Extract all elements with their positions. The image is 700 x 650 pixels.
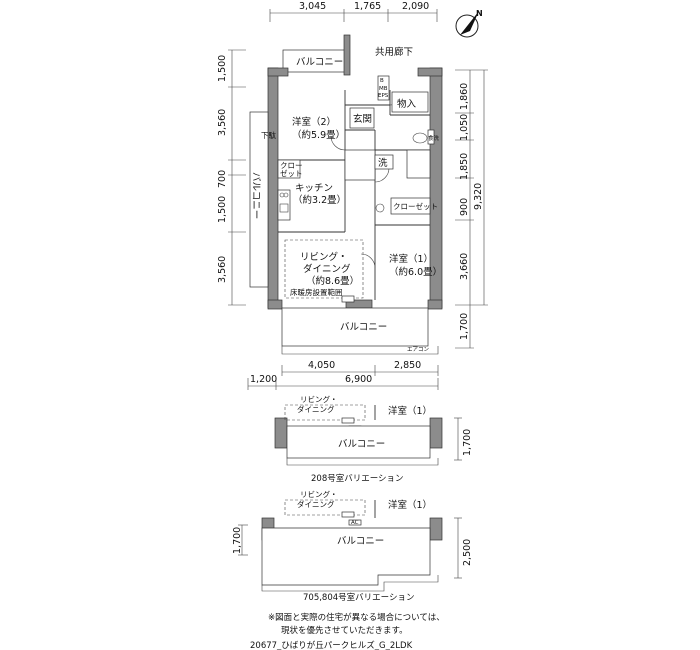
bottom-balcony-area [281, 307, 429, 347]
left-outer-wall [267, 67, 279, 309]
left-balcony-label: バルコニー [250, 172, 261, 219]
var1-living-2: ダイニング [297, 404, 335, 414]
right-dim-6: 1,700 [459, 313, 470, 340]
living-label-2: ダイニング [303, 263, 351, 275]
floor-heating-area [284, 239, 364, 299]
var2-western-room: 洋室（1） [388, 499, 432, 511]
left-dimension-line: 1,500 3,560 700 1,500 3,560 [217, 49, 246, 306]
var2-left-dim: 1,700 [232, 527, 243, 554]
top-balcony-label: バルコニー [296, 57, 343, 68]
ac-label-var2: AC [351, 520, 359, 526]
variation-705-804: リビング・ ダイニング 洋室（1） AC バルコニー 1,700 2,500 7… [232, 489, 473, 603]
kitchen-size: （約3.2畳） [293, 194, 346, 206]
top-dim-2: 1,765 [354, 1, 381, 12]
common-corridor-label: 共用廊下 [375, 46, 413, 58]
variation-208: リビング・ ダイニング 洋室（1） AC バルコニー 1,700 208号室バリ… [274, 394, 473, 484]
shoe-label: 下駄 [261, 130, 276, 140]
bottom-dim-3: 1,200 [250, 374, 277, 385]
left-dim-5: 3,560 [217, 256, 228, 283]
living-size: （約8.6畳） [306, 275, 359, 287]
b-label: B [380, 78, 384, 84]
living-label-1: リビング・ [300, 251, 348, 263]
total-depth-dim: 9,320 [473, 183, 484, 210]
var1-western-room: 洋室（1） [388, 405, 432, 417]
right-dimension-line: 1,860 1,050 1,850 900 3,660 1,700 9,320 [455, 69, 488, 349]
left-dim-4: 1,500 [217, 196, 228, 223]
top-dimension-line: 3,045 1,765 2,090 [269, 1, 438, 22]
storage-label: 物入 [397, 98, 417, 110]
wash-label: 洗 [378, 157, 388, 169]
var2-caption: 705,804号室バリエーション [303, 592, 414, 603]
kitchen-label: キッチン [295, 183, 333, 194]
note-line-2: 現状を優先させていただきます。 [281, 625, 408, 636]
var1-living-1: リビング・ [300, 394, 338, 404]
note-line-1: ※図面と実際の住宅が異なる場合については、 [268, 612, 445, 623]
plan-code: 20677_ひばりが丘パークヒルズ_G_2LDK [250, 640, 413, 650]
var2-living-2: ダイニング [297, 499, 335, 509]
mb-eps-box [377, 75, 390, 101]
bottom-balcony-label: バルコニー [340, 322, 387, 333]
dish-label: 食洗 [428, 134, 440, 142]
var2-right-dim: 2,500 [462, 539, 473, 566]
bottom-dim-1: 4,050 [308, 360, 335, 371]
var1-right-dim: 1,700 [462, 429, 473, 456]
footer-notes: ※図面と実際の住宅が異なる場合については、 現状を優先させていただきます。 20… [250, 612, 445, 650]
ac-outdoor-label: エアコン [407, 346, 430, 353]
right-dim-1: 1,860 [459, 83, 470, 110]
left-dim-1: 1,500 [217, 55, 228, 82]
western-room-1-size: （約6.0畳） [389, 266, 442, 278]
var2-living-1: リビング・ [300, 489, 338, 499]
kitchen-counter [277, 189, 291, 221]
svg-text:N: N [476, 9, 483, 18]
north-arrow-icon: N [455, 9, 483, 38]
main-plan: バルコニー 共用廊下 B MB EPS 物入 [249, 34, 443, 355]
bottom-dim-4: 6,900 [345, 374, 372, 385]
eps-label: EPS [378, 93, 389, 99]
top-dim-1: 3,045 [299, 1, 326, 12]
right-dim-3: 1,850 [459, 153, 470, 180]
var2-balcony-label: バルコニー [337, 536, 384, 547]
bath-box [406, 149, 431, 179]
var1-caption: 208号室バリエーション [311, 473, 404, 484]
right-dim-5: 3,660 [459, 253, 470, 280]
closet-full-label: クローゼット [393, 201, 438, 211]
closet-label-1: クロー [280, 161, 303, 170]
right-dim-2: 1,050 [459, 114, 470, 141]
top-dim-3: 2,090 [402, 1, 429, 12]
left-dim-2: 3,560 [217, 109, 228, 136]
bottom-dim-2: 2,850 [394, 360, 421, 371]
western-room-1-label: 洋室（1） [389, 253, 433, 265]
mb-label: MB [379, 86, 388, 92]
floor-heating-label: 床暖房設置範囲 [290, 287, 343, 297]
western-room-2-label: 洋室（2） [292, 116, 336, 128]
bottom-dimension-lines: 4,050 2,850 1,200 6,900 [247, 360, 439, 390]
var1-balcony-label: バルコニー [338, 439, 385, 450]
western-room-2-size: （約5.9畳） [292, 129, 345, 141]
left-dim-3: 700 [217, 170, 228, 188]
right-dim-4: 900 [459, 198, 470, 216]
closet-label-2: ゼット [280, 168, 303, 178]
entrance-label: 玄関 [353, 113, 372, 125]
left-balcony-area [249, 111, 269, 288]
